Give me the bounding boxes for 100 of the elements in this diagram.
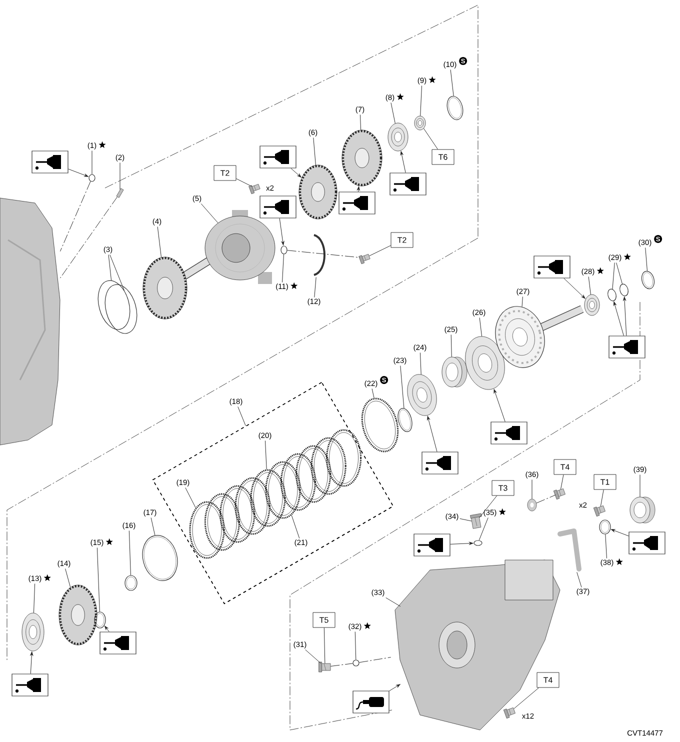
ring-drawing [94,612,106,628]
tag-box: T4 [536,672,560,688]
arrow [564,278,586,299]
leader-line [65,568,71,588]
tag-box: T1 [594,474,616,490]
bolt-drawing [470,513,482,529]
leader-line [313,137,316,166]
leader-line [600,489,604,507]
leader-line [479,495,498,518]
leader-line [291,515,300,539]
gear-drawing [342,130,382,186]
assembly-line [330,663,353,667]
gear-drawing [298,164,338,220]
leader-line [264,440,267,470]
leader-line [420,85,422,116]
bearing-drawing [584,294,600,316]
arrow [494,389,506,422]
arrow [427,416,438,452]
arrow [450,542,474,545]
ring-drawing [280,246,288,254]
grease-icon-box [260,146,296,168]
ring-drawing [142,535,178,581]
carrier-drawing [204,210,276,284]
leader-line [605,534,607,559]
assembly-line [60,196,118,278]
arrow [623,296,627,336]
tag-box: T4 [554,459,576,475]
grease-icon-box [338,192,376,214]
leader-line [150,517,156,536]
bearing-drawing [465,336,505,390]
arrow [30,652,34,674]
leader-line [157,226,162,258]
leader-line [576,572,582,588]
leader-line [314,276,316,298]
leader-line [420,352,422,375]
bolt-drawing [318,662,331,672]
leader-line [588,276,591,295]
clutch-plate-drawing [250,469,286,527]
leader-line [612,262,615,290]
leader-line [185,487,196,508]
arrow [611,529,629,536]
leader-line [478,517,488,541]
sleeve-drawing [630,496,656,524]
tag-box: T2 [390,232,414,248]
leader-line [450,334,452,358]
leader-line [560,474,564,490]
assembly-line [536,494,556,504]
bolt-drawing [553,488,566,500]
leader-line [33,583,36,614]
grease-icon-box [100,632,136,654]
leader-line [360,114,362,130]
leader-line [372,388,374,398]
grease-icon-box [534,256,570,278]
housing-drawing [394,560,560,730]
leader-line [324,627,326,664]
leader-line [96,547,100,612]
bearing-drawing [407,374,437,416]
grease-icon-box [12,674,48,696]
leader-line [390,102,396,124]
arrow [400,151,406,173]
leader-line [616,262,623,284]
pin-drawing [116,188,124,198]
grease-icon-box [390,172,426,196]
leader-line [200,203,218,224]
bolt-drawing [248,184,260,194]
snap-ring-drawing [98,280,138,334]
housing-drawing [0,198,60,446]
grease-icon-box [414,534,450,556]
ring-drawing [398,408,412,432]
leader-line [522,296,523,308]
leader-line [282,254,284,283]
leader-line [386,597,401,607]
ring-drawing [352,660,360,666]
leader-line [450,69,454,96]
bearing-drawing [22,612,44,652]
gear-drawing [142,256,212,320]
ring-drawing [599,520,611,534]
leader-line [423,128,438,150]
grease-icon-box [628,532,666,554]
tag-box: T2 [214,165,236,181]
leader-line [479,317,482,337]
leader-line [514,687,540,710]
leader-line [400,365,404,408]
tag-box: T3 [492,480,514,496]
arrow [357,186,360,192]
drum-drawing [495,305,584,368]
leader-line [236,178,252,187]
clutch-plate-drawing [361,398,399,452]
ring-drawing [446,96,464,120]
bolt-drawing [593,505,606,517]
clip-drawing [527,498,537,512]
tag-box: T6 [432,149,454,165]
bracket-drawing [314,234,326,276]
leader-line [108,254,112,281]
leader-line [305,649,322,664]
tag-box: T5 [312,612,336,628]
ring-drawing [620,284,628,296]
arrow [104,626,110,632]
ring-drawing [608,288,616,302]
sealant-icon-box [352,690,390,714]
